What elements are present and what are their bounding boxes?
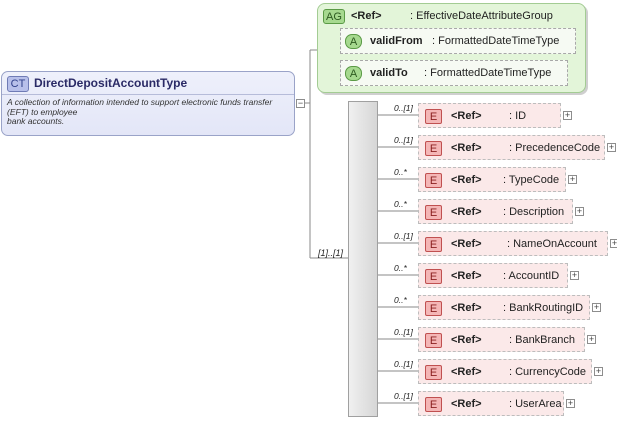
element-ref-label: <Ref> xyxy=(451,366,482,378)
element-cardinality: 0..* xyxy=(394,199,407,209)
element-name: : PrecedenceCode xyxy=(509,142,601,154)
collapse-icon[interactable]: − xyxy=(296,98,305,108)
element-ref-label: <Ref> xyxy=(451,334,482,346)
element-box[interactable]: E <Ref> : BankRoutingID xyxy=(418,295,590,320)
element-cardinality: 0..[1] xyxy=(394,135,413,145)
element-ref-label: <Ref> xyxy=(451,238,482,250)
attribute-type: : FormattedDateTimeType xyxy=(424,67,552,79)
expand-icon[interactable]: + xyxy=(592,302,601,312)
attribute-valid-to[interactable]: A validTo : FormattedDateTimeType xyxy=(340,60,568,86)
complex-type-documentation: A collection of information intended to … xyxy=(7,97,297,127)
element-name: : AccountID xyxy=(503,270,560,282)
attribute-label: validFrom xyxy=(370,35,423,47)
expand-icon[interactable]: + xyxy=(594,366,603,376)
expand-icon[interactable]: + xyxy=(570,270,579,280)
element-ref-label: <Ref> xyxy=(451,206,482,218)
element-name: : ID xyxy=(509,110,527,122)
element-box[interactable]: E <Ref> : NameOnAccount xyxy=(418,231,608,256)
element-badge: E xyxy=(425,269,442,284)
expand-icon[interactable]: + xyxy=(610,238,617,248)
element-ref-label: <Ref> xyxy=(451,302,482,314)
element-badge: E xyxy=(425,173,442,188)
sequence-cardinality: [1]..[1] xyxy=(318,248,344,258)
element-box[interactable]: E <Ref> : AccountID xyxy=(418,263,568,288)
doc-line: A collection of information intended to … xyxy=(7,97,273,107)
complex-type-name: DirectDepositAccountType xyxy=(34,76,188,90)
element-name: : TypeCode xyxy=(503,174,560,186)
element-box[interactable]: E <Ref> : TypeCode xyxy=(418,167,566,192)
element-name: : Description xyxy=(503,206,565,218)
expand-icon[interactable]: + xyxy=(563,110,572,120)
element-box[interactable]: E <Ref> : UserArea xyxy=(418,391,564,416)
expand-icon[interactable]: + xyxy=(575,206,584,216)
element-badge: E xyxy=(425,365,442,380)
element-ref-label: <Ref> xyxy=(451,142,482,154)
expand-icon[interactable]: + xyxy=(566,398,575,408)
element-box[interactable]: E <Ref> : CurrencyCode xyxy=(418,359,592,384)
element-badge: E xyxy=(425,205,442,220)
attribute-group-name: : EffectiveDateAttributeGroup xyxy=(410,10,553,22)
element-ref-label: <Ref> xyxy=(451,110,482,122)
sequence-compositor[interactable] xyxy=(348,101,378,417)
element-ref-label: <Ref> xyxy=(451,398,482,410)
expand-icon[interactable]: + xyxy=(587,334,596,344)
element-cardinality: 0..[1] xyxy=(394,327,413,337)
element-cardinality: 0..[1] xyxy=(394,391,413,401)
element-badge: E xyxy=(425,301,442,316)
element-ref-label: <Ref> xyxy=(451,174,482,186)
element-badge: E xyxy=(425,397,442,412)
attribute-badge: A xyxy=(345,34,362,49)
element-box[interactable]: E <Ref> : ID xyxy=(418,103,561,128)
element-badge: E xyxy=(425,333,442,348)
element-cardinality: 0..[1] xyxy=(394,359,413,369)
element-box[interactable]: E <Ref> : Description xyxy=(418,199,573,224)
element-name: : BankBranch xyxy=(509,334,576,346)
element-name: : UserArea xyxy=(509,398,562,410)
attribute-type: : FormattedDateTimeType xyxy=(432,35,560,47)
expand-icon[interactable]: + xyxy=(568,174,577,184)
element-box[interactable]: E <Ref> : PrecedenceCode xyxy=(418,135,605,160)
complex-type-header: CT DirectDepositAccountType xyxy=(2,72,294,95)
element-cardinality: 0..* xyxy=(394,263,407,273)
attribute-group-ref-label: <Ref> xyxy=(351,10,382,22)
attribute-group-badge: AG xyxy=(323,9,345,24)
element-name: : BankRoutingID xyxy=(503,302,584,314)
doc-line: (EFT) to employee xyxy=(7,106,78,117)
doc-line: bank accounts. xyxy=(7,116,65,126)
element-badge: E xyxy=(425,109,442,124)
complex-type-badge: CT xyxy=(7,76,29,92)
element-badge: E xyxy=(425,141,442,156)
attribute-label: validTo xyxy=(370,67,408,79)
attribute-badge: A xyxy=(345,66,362,81)
element-name: : CurrencyCode xyxy=(509,366,587,378)
element-cardinality: 0..* xyxy=(394,295,407,305)
expand-icon[interactable]: + xyxy=(607,142,616,152)
attribute-group-box[interactable]: AG <Ref> : EffectiveDateAttributeGroup A… xyxy=(317,3,586,93)
attribute-valid-from[interactable]: A validFrom : FormattedDateTimeType xyxy=(340,28,576,54)
element-cardinality: 0..* xyxy=(394,167,407,177)
complex-type-box[interactable]: CT DirectDepositAccountType A collection… xyxy=(1,71,295,136)
element-box[interactable]: E <Ref> : BankBranch xyxy=(418,327,585,352)
element-ref-label: <Ref> xyxy=(451,270,482,282)
element-name: : NameOnAccount xyxy=(507,238,597,250)
element-badge: E xyxy=(425,237,442,252)
element-cardinality: 0..[1] xyxy=(394,103,413,113)
element-cardinality: 0..[1] xyxy=(394,231,413,241)
